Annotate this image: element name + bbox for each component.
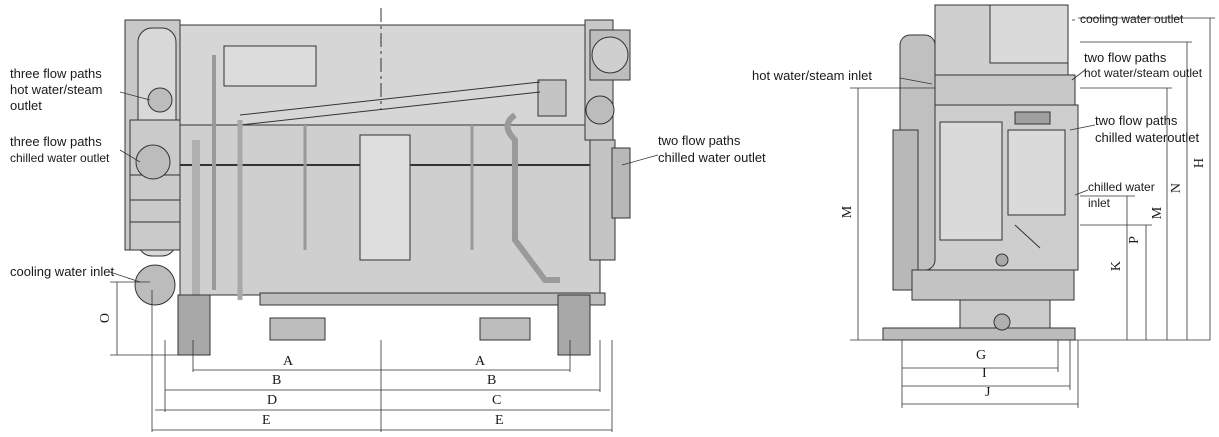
two-flow-hot-label-2: hot water/steam outlet (1084, 66, 1203, 80)
hot-steam-inlet-label: hot water/steam inlet (752, 68, 872, 83)
two-flow-chilled-side-label-1: two flow paths (1095, 113, 1178, 128)
three-flow-hot-label-2: hot water/steam (10, 82, 103, 97)
chilled-outlet-flange (135, 144, 171, 180)
dim-a-left: A (283, 354, 294, 369)
front-chilled-outlet (611, 147, 631, 219)
side-view (882, 4, 1079, 341)
cooling-water-outlet-label: cooling water outlet (1080, 12, 1184, 26)
center-panel (359, 134, 411, 261)
chilled-water-inlet-label-1: chilled water (1088, 180, 1155, 194)
chilled-water-inlet-label-2: inlet (1088, 196, 1111, 210)
cooling-water-inlet-label: cooling water inlet (10, 264, 115, 279)
leg-left (177, 294, 211, 356)
dim-i: I (982, 366, 987, 381)
two-flow-chilled-side-label-2: chilled wateroutlet (1095, 130, 1200, 145)
dim-m-right: M (1150, 206, 1166, 220)
hot-outlet-flange (147, 87, 173, 113)
three-flow-hot-label-1: three flow paths (10, 66, 102, 81)
front-dimensions (110, 281, 613, 432)
side-dimensions (850, 17, 1215, 408)
dim-d: D (267, 393, 278, 408)
dim-b-left: B (272, 373, 282, 388)
three-flow-hot-label-3: outlet (10, 98, 42, 113)
two-flow-chilled-front-label-2: chilled water outlet (658, 150, 766, 165)
dim-j: J (985, 385, 991, 400)
top-box (223, 45, 317, 87)
dim-e-left: E (262, 413, 271, 428)
dim-k: K (1109, 260, 1125, 272)
dim-h: H (1192, 157, 1208, 169)
three-flow-chilled-label-1: three flow paths (10, 134, 102, 149)
dim-g: G (976, 348, 987, 363)
dim-o: O (98, 312, 114, 324)
dim-e-right: E (495, 413, 504, 428)
dim-c: C (492, 393, 502, 408)
base-rail (259, 292, 606, 306)
leader-lines (109, 19, 1096, 283)
leg-right (557, 294, 591, 356)
dim-b-right: B (487, 373, 497, 388)
three-flow-chilled-label-2: chilled water outlet (10, 151, 110, 165)
dim-m-left: M (840, 205, 856, 219)
dim-a-right: A (475, 354, 486, 369)
dim-n: N (1169, 182, 1185, 194)
two-flow-chilled-front-label-1: two flow paths (658, 133, 741, 148)
front-view (124, 8, 631, 356)
dim-p: P (1126, 236, 1142, 244)
side-base (882, 327, 1076, 341)
two-flow-hot-label-1: two flow paths (1084, 50, 1167, 65)
cooling-inlet-flange (134, 264, 176, 306)
